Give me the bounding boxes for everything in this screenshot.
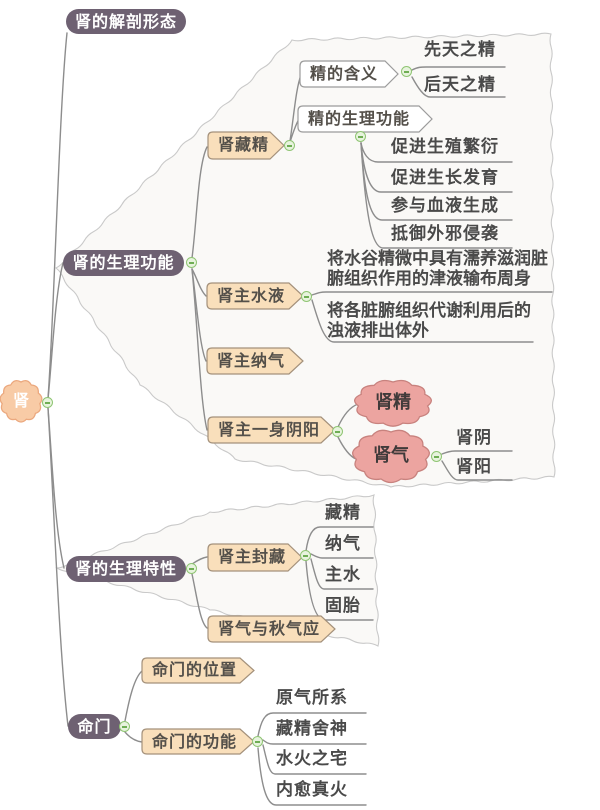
collapse-icon[interactable] xyxy=(431,451,442,462)
connector-line xyxy=(441,450,513,455)
leaf-postnatal-essence[interactable]: 后天之精 xyxy=(424,75,496,95)
branch-anatomy[interactable]: 肾的解剖形态 xyxy=(66,9,186,34)
collapse-icon[interactable] xyxy=(186,563,197,574)
topic-shape[interactable] xyxy=(207,131,285,160)
leaf-promote-growth[interactable]: 促进生长发育 xyxy=(391,168,499,188)
connector-line xyxy=(47,407,69,727)
topic-shape[interactable] xyxy=(206,347,304,375)
collapse-icon[interactable] xyxy=(284,140,295,151)
leaf-store-essence[interactable]: 藏精 xyxy=(325,503,361,523)
leaf-origin-of-qi[interactable]: 原气所系 xyxy=(276,688,348,708)
topic-mingmen-location[interactable]: 命门的位置 xyxy=(152,660,238,679)
collapse-icon[interactable] xyxy=(332,426,343,437)
topic-essence-physiology[interactable]: 精的生理功能 xyxy=(308,109,411,128)
leaf-prenatal-essence[interactable]: 先天之精 xyxy=(424,40,496,60)
connector-line xyxy=(47,407,65,569)
connector-line xyxy=(337,403,359,428)
topic-kidney-governs-yin-yang[interactable]: 肾主一身阴阳 xyxy=(218,420,321,439)
topic-shape[interactable] xyxy=(141,728,255,755)
collapse-icon[interactable] xyxy=(42,397,53,408)
branch-physiological-functions[interactable]: 肾的生理功能 xyxy=(63,250,184,276)
topic-shape[interactable] xyxy=(207,416,336,444)
connector-line xyxy=(305,526,374,552)
root-topic-kidney[interactable]: 肾 xyxy=(12,391,29,410)
connector-line xyxy=(191,146,208,259)
leaf-promote-reproduction[interactable]: 促进生殖繁衍 xyxy=(391,137,499,157)
leaf-house-of-water-fire[interactable]: 水火之宅 xyxy=(276,749,348,769)
leaf-grasp-qi[interactable]: 纳气 xyxy=(325,534,361,554)
group-boundary xyxy=(54,32,556,488)
leaf-excrete-turbid-fluids[interactable]: 将各脏腑组织代谢利用后的浊液排出体外 xyxy=(327,301,531,341)
connector-line xyxy=(191,573,208,629)
cloud-shape[interactable] xyxy=(354,379,432,427)
topic-shape[interactable] xyxy=(207,615,336,643)
connector-line xyxy=(257,747,367,806)
topic-mingmen-function[interactable]: 命门的功能 xyxy=(152,732,238,751)
connector-line xyxy=(191,268,207,297)
collapse-icon[interactable] xyxy=(401,66,412,77)
connector-line xyxy=(47,262,64,400)
leaf-store-essence-house-spirit[interactable]: 藏精舍神 xyxy=(276,719,348,739)
topic-shape[interactable] xyxy=(299,60,399,88)
leaf-defend-pathogens[interactable]: 抵御外邪侵袭 xyxy=(391,224,499,244)
topic-shape[interactable] xyxy=(297,105,433,133)
connector-line xyxy=(441,460,513,481)
connector-line xyxy=(310,558,374,590)
connector-line xyxy=(47,32,68,399)
collapse-icon[interactable] xyxy=(119,721,130,732)
root-cloud-shape[interactable] xyxy=(0,379,43,423)
leaf-distribute-fluids[interactable]: 将水谷精微中具有濡养滋润脏腑组织作用的津液输布周身 xyxy=(327,249,548,289)
topic-kidney-stores-essence[interactable]: 肾藏精 xyxy=(218,135,270,154)
collapse-icon[interactable] xyxy=(252,736,263,747)
leaf-govern-water[interactable]: 主水 xyxy=(325,565,361,585)
collapse-icon[interactable] xyxy=(300,550,311,561)
connector-line xyxy=(257,712,367,737)
topic-kidney-governs-water[interactable]: 肾主水液 xyxy=(217,286,286,305)
collapse-icon[interactable] xyxy=(355,131,366,142)
leaf-secure-fetus[interactable]: 固胎 xyxy=(325,596,361,616)
collapse-icon[interactable] xyxy=(301,291,312,302)
connector-line xyxy=(411,66,506,71)
leaf-blood-generation[interactable]: 参与血液生成 xyxy=(391,196,499,216)
topic-shape[interactable] xyxy=(206,282,304,310)
connector-line xyxy=(124,670,143,722)
connector-line xyxy=(411,76,506,98)
cloud-kidney-essence[interactable]: 肾精 xyxy=(375,392,411,413)
connector-line xyxy=(262,739,367,745)
connector-line xyxy=(311,299,534,343)
cloud-shape[interactable] xyxy=(352,429,430,484)
leaf-kidney-yang[interactable]: 肾阳 xyxy=(456,457,492,477)
connector-line xyxy=(311,291,553,296)
branch-physiological-characteristics[interactable]: 肾的生理特性 xyxy=(66,556,186,582)
leaf-kidney-yin[interactable]: 肾阴 xyxy=(456,428,492,448)
topic-shape[interactable] xyxy=(207,543,303,572)
leaf-true-fire-within[interactable]: 内愈真火 xyxy=(276,780,348,800)
topic-shape[interactable] xyxy=(141,657,255,684)
connector-line xyxy=(262,744,367,775)
topic-kidney-qi-autumn[interactable]: 肾气与秋气应 xyxy=(218,619,321,638)
connector-line xyxy=(191,268,208,431)
topic-kidney-governs-qi-intake[interactable]: 肾主纳气 xyxy=(217,351,286,370)
topic-kidney-sealing-storage[interactable]: 肾主封藏 xyxy=(218,547,287,566)
topic-essence-meaning[interactable]: 精的含义 xyxy=(310,64,379,83)
connector-line xyxy=(360,142,513,249)
branch-mingmen[interactable]: 命门 xyxy=(68,714,121,739)
cloud-kidney-qi[interactable]: 肾气 xyxy=(373,445,409,466)
connector-line xyxy=(124,731,143,743)
collapse-icon[interactable] xyxy=(186,257,197,268)
connector-line xyxy=(310,553,374,559)
